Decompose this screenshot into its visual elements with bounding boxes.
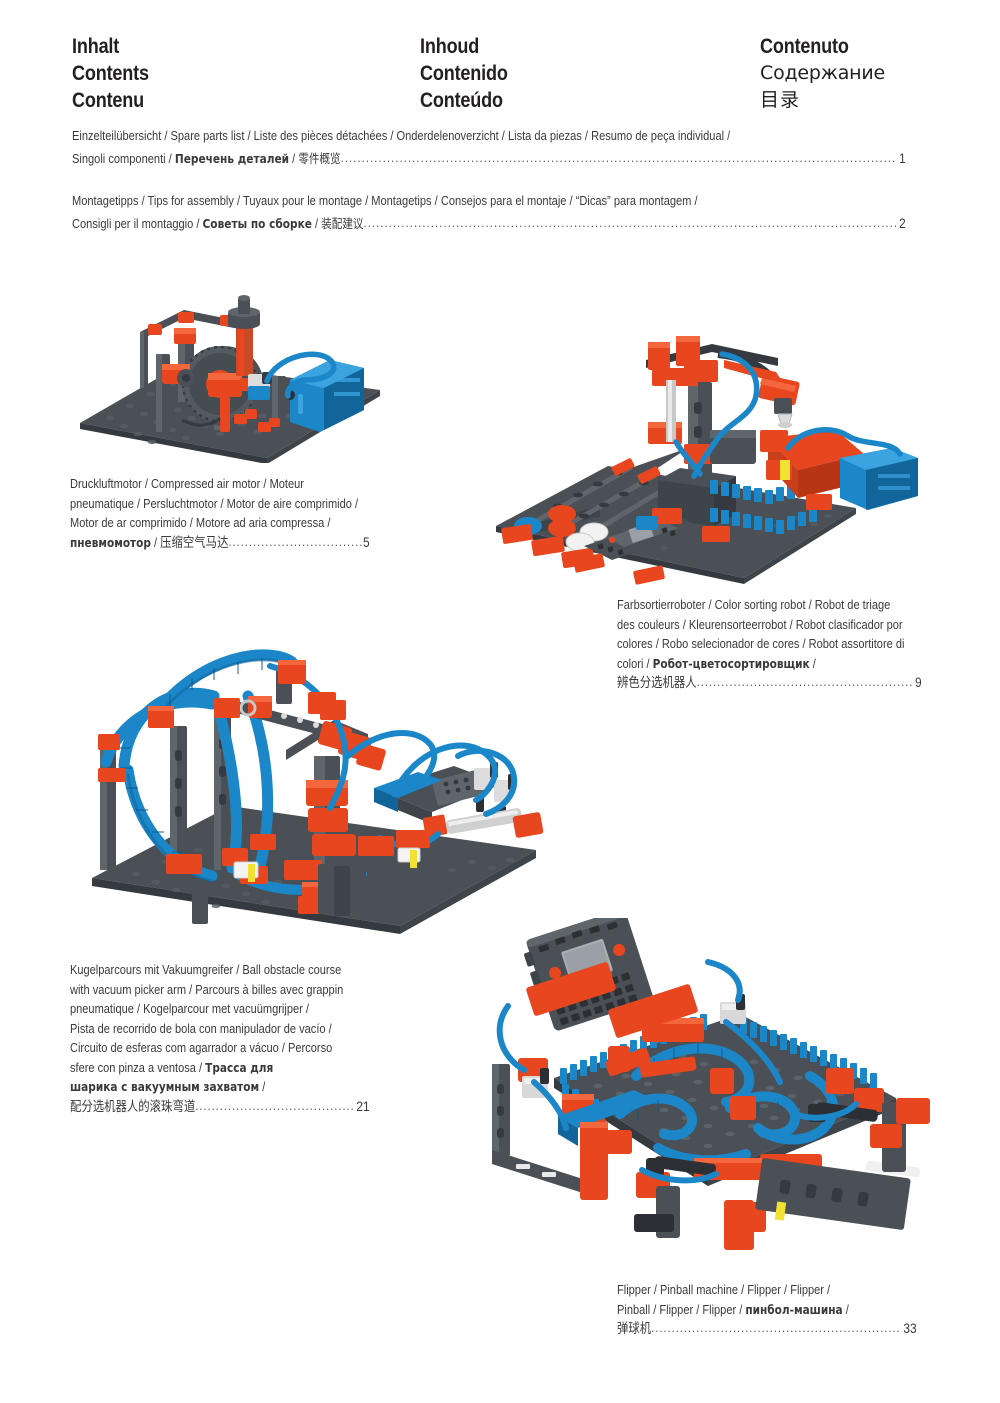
caption-cn: 辨色分选机器人 bbox=[617, 676, 697, 691]
caption-ru: пинбол-машина bbox=[745, 1301, 843, 1317]
caption-line-ru: colori / Робот-цветосортировщик / bbox=[617, 655, 816, 671]
caption-line: des couleurs / Kleurensorteerrobot / Rob… bbox=[617, 616, 903, 632]
caption-line-ru: sfere con pinza a ventosa / Трасса для bbox=[70, 1059, 274, 1075]
heading-block: Inhalt Inhoud Contenuto Contents Conteni… bbox=[72, 34, 932, 115]
caption-line: Farbsortierroboter / Color sorting robot… bbox=[617, 597, 891, 612]
caption-line-with-page: пневмомотор / 压缩空气马达 ...................… bbox=[70, 533, 370, 551]
dot-leader: ........................................… bbox=[696, 674, 914, 689]
caption-page-number: 21 bbox=[356, 1097, 370, 1114]
caption-line: pneumatique / Kogelparcour met vacuümgri… bbox=[70, 1001, 309, 1016]
caption-line-with-page: 辨色分选机器人 ................................… bbox=[617, 673, 922, 694]
dot-leader: ........................................… bbox=[195, 1097, 355, 1113]
model-image-compressed-air-motor bbox=[62, 268, 402, 463]
caption-ru: Робот-цветосортировщик bbox=[652, 655, 810, 671]
model-image-pinball-machine bbox=[458, 918, 952, 1263]
toc-entry-spare-parts[interactable]: Einzelteilübersicht / Spare parts list /… bbox=[72, 124, 906, 170]
heading-contenuto: Contenuto bbox=[760, 35, 849, 58]
heading-row-3: Contenu Conteúdo 目录 bbox=[72, 88, 932, 115]
dot-leader: ........................................… bbox=[363, 215, 896, 230]
model-image-color-sorting-robot bbox=[488, 330, 940, 592]
caption-line: Circuito de esferas com agarrador a vácu… bbox=[70, 1040, 333, 1055]
toc-page-number: 1 bbox=[899, 150, 906, 166]
toc-entry-line2: Singoli componenti / Перечень деталей / … bbox=[72, 147, 906, 170]
heading-contenido: Contenido bbox=[420, 62, 508, 85]
caption-pinball-machine: Flipper / Pinball machine / Flipper / Fl… bbox=[617, 1280, 917, 1340]
caption-line: Pista de recorrido de bola con manipulad… bbox=[70, 1020, 332, 1036]
toc-entry-line2: Consigli per il montaggio / Советы по сб… bbox=[72, 212, 906, 235]
caption-color-sorting-robot: Farbsortierroboter / Color sorting robot… bbox=[617, 595, 922, 694]
caption-ru: Трасса для bbox=[205, 1059, 274, 1075]
caption-line-ru-2: шарика с вакуумным захватом / bbox=[70, 1079, 266, 1094]
dot-leader: ........................................… bbox=[340, 150, 897, 165]
toc-list: Einzelteilübersicht / Spare parts list /… bbox=[72, 124, 906, 254]
caption-page-number: 33 bbox=[903, 1320, 917, 1336]
caption-line-with-page: 配分选机器人的滚珠弯道 ............................… bbox=[70, 1097, 370, 1118]
dot-leader: ........................................… bbox=[651, 1320, 902, 1335]
toc-entry-line1: Montagetipps / Tips for assembly / Tuyau… bbox=[72, 193, 698, 208]
heading-row-1: Inhalt Inhoud Contenuto bbox=[72, 34, 932, 61]
heading-inhoud: Inhoud bbox=[420, 35, 480, 58]
toc-page-number: 2 bbox=[899, 215, 906, 231]
caption-line: Flipper / Pinball machine / Flipper / Fl… bbox=[617, 1282, 831, 1297]
dot-leader: ........................................… bbox=[228, 533, 361, 549]
caption-cn: 配分选机器人的滚珠弯道 bbox=[70, 1099, 196, 1115]
heading-soderzhanie: Содержание bbox=[760, 62, 885, 84]
caption-line: Kugelparcours mit Vakuumgreifer / Ball o… bbox=[70, 962, 342, 977]
caption-ball-obstacle-course: Kugelparcours mit Vakuumgreifer / Ball o… bbox=[70, 960, 370, 1117]
heading-mulu: 目录 bbox=[760, 89, 801, 111]
heading-conteudo: Conteúdo bbox=[420, 89, 503, 112]
caption-line-with-page: 弹球机 ....................................… bbox=[617, 1319, 917, 1340]
caption-line: pneumatique / Persluchtmotor / Motor de … bbox=[70, 495, 359, 511]
caption-cn: 压缩空气马达 bbox=[160, 535, 229, 551]
heading-contenu: Contenu bbox=[72, 89, 145, 112]
caption-line: colores / Robo selecionador de cores / R… bbox=[617, 636, 905, 651]
toc-entry-line2-text: Singoli componenti / Перечень деталей / … bbox=[72, 151, 341, 166]
caption-ru: пневмомотор bbox=[70, 534, 151, 550]
model-image-ball-obstacle-course bbox=[62, 638, 592, 943]
heading-contents: Contents bbox=[72, 62, 149, 85]
caption-page-number: 9 bbox=[914, 674, 922, 690]
caption-line: Druckluftmotor / Compressed air motor / … bbox=[70, 476, 304, 491]
caption-line-ru: Pinball / Flipper / Flipper / пинбол-маш… bbox=[617, 1301, 849, 1317]
caption-line: Motor de ar comprimido / Motore ad aria … bbox=[70, 515, 331, 530]
caption-page-number: 5 bbox=[362, 533, 370, 550]
toc-entry-line2-text: Consigli per il montaggio / Советы по сб… bbox=[72, 216, 364, 231]
caption-ru: шарика с вакуумным захватом bbox=[70, 1079, 260, 1094]
toc-entry-assembly-tips[interactable]: Montagetipps / Tips for assembly / Tuyau… bbox=[72, 189, 906, 235]
heading-row-2: Contents Contenido Содержание bbox=[72, 61, 932, 88]
caption-line: with vacuum picker arm / Parcours à bill… bbox=[70, 981, 344, 997]
caption-compressed-air-motor: Druckluftmotor / Compressed air motor / … bbox=[70, 474, 370, 553]
caption-cn: 弹球机 bbox=[617, 1322, 652, 1337]
toc-entry-line1: Einzelteilübersicht / Spare parts list /… bbox=[72, 128, 731, 143]
heading-inhalt: Inhalt bbox=[72, 35, 120, 58]
